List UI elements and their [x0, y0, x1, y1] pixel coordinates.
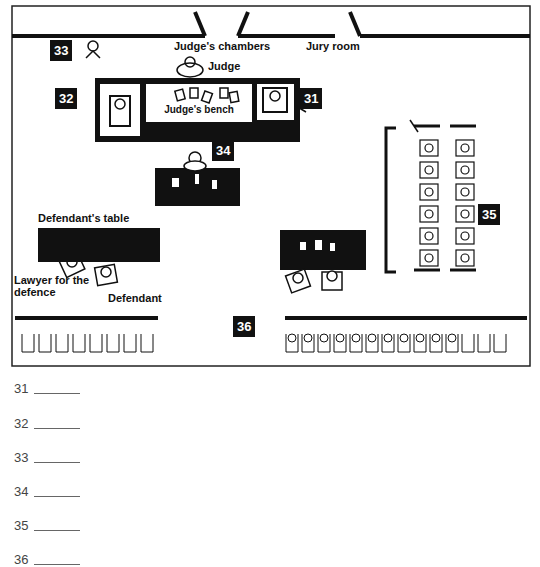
callout-number: 31 [300, 88, 322, 109]
callout-number: 36 [233, 316, 255, 337]
juror [420, 184, 438, 200]
seat [382, 334, 394, 352]
judges-bench [95, 78, 306, 142]
spectator [368, 334, 376, 342]
question-number: 34 [14, 486, 28, 498]
prosecution-table [280, 230, 366, 293]
juror [456, 140, 474, 156]
node-label: Judge's bench [146, 104, 252, 115]
seat [414, 334, 426, 352]
spectator [416, 334, 424, 342]
callout-number: 32 [55, 88, 77, 109]
juror [420, 250, 438, 266]
spectator [432, 334, 440, 342]
juror-head [425, 232, 433, 240]
spectator [336, 334, 344, 342]
answer-blank [34, 564, 80, 565]
seat [478, 334, 490, 352]
seat [124, 334, 136, 352]
frame [12, 6, 530, 366]
answer-blank [34, 530, 80, 531]
walls [12, 12, 530, 318]
jury-box [386, 120, 476, 272]
juror [420, 228, 438, 244]
question-number: 36 [14, 554, 28, 566]
question-number: 35 [14, 520, 28, 532]
callout-number: 35 [478, 204, 500, 225]
node-label: Defendant's table [38, 212, 160, 224]
seat [39, 334, 51, 352]
seat [462, 334, 474, 352]
seat [286, 334, 298, 352]
person-label: Lawyer for the defence [14, 274, 102, 298]
question-number: 33 [14, 452, 28, 464]
seat [141, 334, 153, 352]
juror-head [425, 166, 433, 174]
seat [398, 334, 410, 352]
juror-head [461, 254, 469, 262]
seat [446, 334, 458, 352]
spectator [448, 334, 456, 342]
juror-head [461, 188, 469, 196]
seat [366, 334, 378, 352]
juror-head [425, 254, 433, 262]
callout-number: 33 [50, 40, 72, 61]
question-number: 31 [14, 383, 28, 395]
juror [420, 206, 438, 222]
callout-number: 34 [212, 140, 234, 161]
juror-head [425, 210, 433, 218]
juror-head [461, 144, 469, 152]
spectator [304, 334, 312, 342]
public-seats [22, 334, 506, 352]
usher-figure [86, 41, 100, 58]
seat [494, 334, 506, 352]
juror-head [461, 210, 469, 218]
juror [456, 250, 474, 266]
seat [302, 334, 314, 352]
seat [350, 334, 362, 352]
spectator [288, 334, 296, 342]
answer-blank [34, 428, 80, 429]
room-label: Judge's chambers [174, 40, 270, 52]
question-number: 32 [14, 418, 28, 430]
room-label: Jury room [306, 40, 360, 52]
answer-blank [34, 496, 80, 497]
juror [420, 162, 438, 178]
juror-head [461, 166, 469, 174]
juror [456, 228, 474, 244]
table-top [38, 228, 160, 262]
juror [456, 184, 474, 200]
spectator [352, 334, 360, 342]
seat [107, 334, 119, 352]
spectator [320, 334, 328, 342]
seat [334, 334, 346, 352]
spectator [400, 334, 408, 342]
juror [420, 140, 438, 156]
jury-figures [420, 140, 474, 266]
seat [318, 334, 330, 352]
seat [430, 334, 442, 352]
seat [73, 334, 85, 352]
seat [56, 334, 68, 352]
seat [22, 334, 34, 352]
person-label: Defendant [108, 292, 162, 304]
judge-figure [177, 57, 203, 77]
spectator [384, 334, 392, 342]
answer-blank [34, 462, 80, 463]
juror [456, 206, 474, 222]
table-box: Defendant's table [38, 212, 160, 262]
juror-head [425, 144, 433, 152]
person-label: Judge [208, 60, 240, 72]
juror [456, 162, 474, 178]
answer-blank [34, 393, 80, 394]
seat [90, 334, 102, 352]
bench-box: Judge's bench [146, 104, 252, 115]
juror-head [461, 232, 469, 240]
juror-head [425, 188, 433, 196]
